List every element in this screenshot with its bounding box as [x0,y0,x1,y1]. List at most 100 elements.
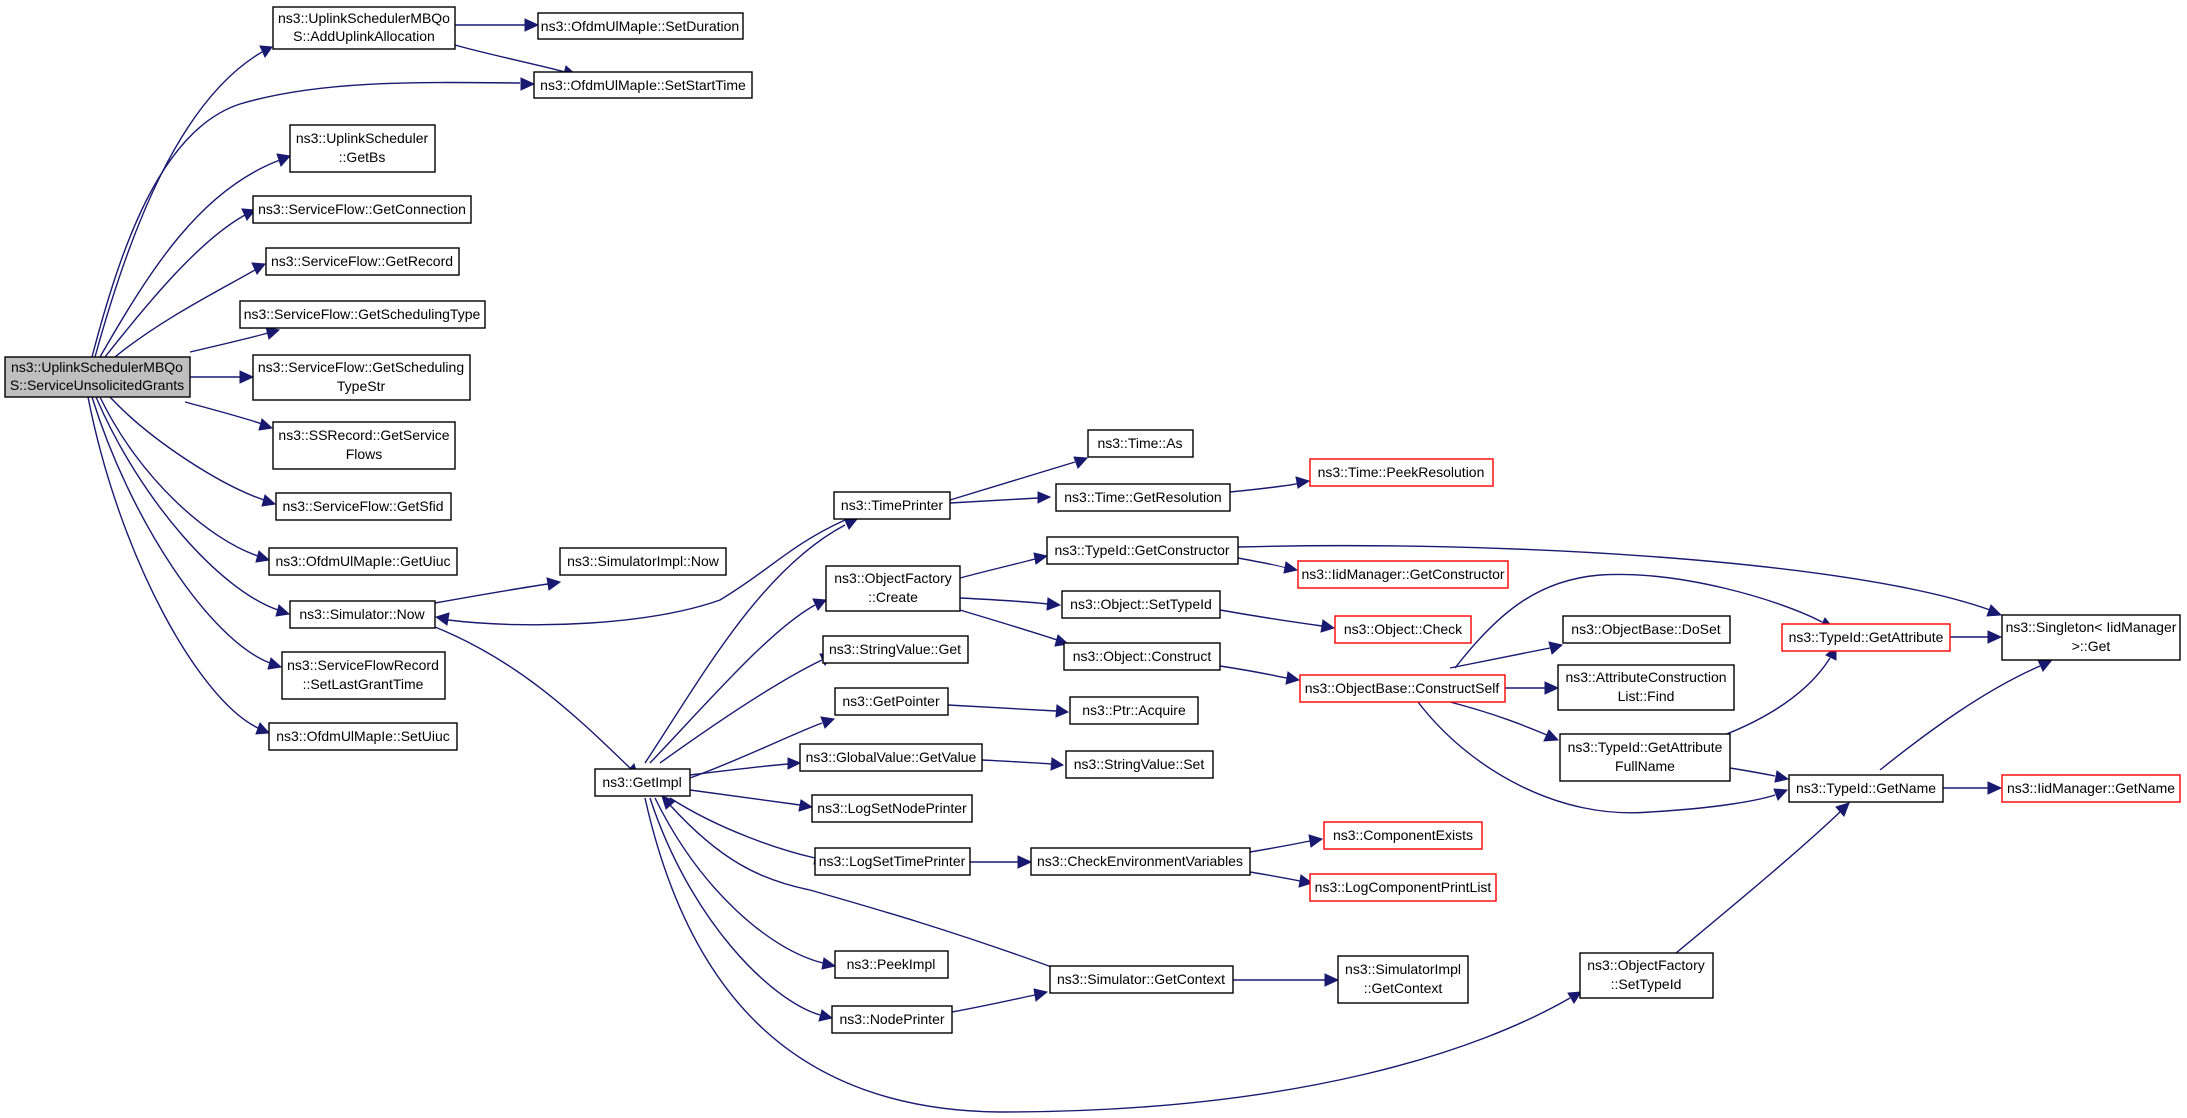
edge-object-construct-to-construct-self [1219,665,1301,685]
node-get-scheduling-type[interactable]: ns3::ServiceFlow::GetSchedulingType [239,300,486,329]
node-get-bs[interactable]: ns3::UplinkScheduler::GetBs [289,124,436,173]
node-log-set-node-printer-label: ns3::LogSetNodePrinter [817,800,967,816]
node-object-factory-create-line-1: ns3::ObjectFactory [834,570,952,586]
edge-time-printer-to-time-get-resolution [949,491,1052,504]
node-ptr-acquire[interactable]: ns3::Ptr::Acquire [1069,696,1199,725]
node-time-peek-resolution[interactable]: ns3::Time::PeekResolution [1309,458,1494,487]
edge-construct-self-to-attribute-construction-list-find [1505,681,1560,695]
node-type-id-get-name[interactable]: ns3::TypeId::GetName [1788,774,1944,803]
node-time-printer[interactable]: ns3::TimePrinter [833,491,951,520]
node-simulator-impl-get-context[interactable]: ns3::SimulatorImpl::GetContext [1337,955,1469,1004]
node-object-factory-create-line-2: ::Create [868,589,918,605]
node-component-exists[interactable]: ns3::ComponentExists [1323,821,1483,850]
edge-check-env-to-log-component-print-list [1249,871,1314,888]
node-singleton-get-line-2: >::Get [2072,638,2111,654]
node-string-value-set-label: ns3::StringValue::Set [1074,756,1205,772]
node-simulator-now-label: ns3::Simulator::Now [299,606,425,622]
edge-root-to-set-uiuc [87,396,271,735]
node-string-value-get[interactable]: ns3::StringValue::Get [822,635,969,664]
edge-get-name-to-singleton-get [1879,659,2052,771]
edge-root-to-get-bs [99,153,291,358]
node-object-construct[interactable]: ns3::Object::Construct [1063,642,1221,671]
node-iid-manager-get-name[interactable]: ns3::IidManager::GetName [2001,774,2181,803]
node-object-factory-set-type-id-line-1: ns3::ObjectFactory [1587,957,1705,973]
edge-root-to-get-sfid [109,396,277,507]
node-get-bs-line-2: ::GetBs [339,149,386,165]
node-get-pointer[interactable]: ns3::GetPointer [834,687,949,716]
node-simulator-impl-now[interactable]: ns3::SimulatorImpl::Now [559,547,727,576]
node-set-start-time[interactable]: ns3::OfdmUlMapIe::SetStartTime [533,71,753,99]
edge-log-set-time-printer-to-check-env [970,855,1033,869]
node-node-printer[interactable]: ns3::NodePrinter [831,1005,953,1034]
node-singleton-get[interactable]: ns3::Singleton< IidManager >::Get [2001,614,2181,661]
node-string-value-get-label: ns3::StringValue::Get [829,641,961,657]
node-object-factory-create[interactable]: ns3::ObjectFactory::Create [825,565,961,612]
node-simulator-get-context[interactable]: ns3::Simulator::GetContext [1049,965,1234,994]
node-get-sfid[interactable]: ns3::ServiceFlow::GetSfid [275,492,452,521]
node-log-component-print-list[interactable]: ns3::LogComponentPrintList [1309,873,1497,902]
node-time-get-resolution-label: ns3::Time::GetResolution [1064,489,1221,505]
node-type-id-get-attribute[interactable]: ns3::TypeId::GetAttribute [1781,623,1951,652]
node-get-record[interactable]: ns3::ServiceFlow::GetRecord [265,247,460,276]
node-root[interactable]: ns3::UplinkSchedulerMBQoS::ServiceUnsoli… [4,356,191,398]
node-get-uiuc-label: ns3::OfdmUlMapIe::GetUiuc [275,553,450,569]
node-get-connection[interactable]: ns3::ServiceFlow::GetConnection [252,195,472,224]
node-type-id-get-constructor[interactable]: ns3::TypeId::GetConstructor [1046,536,1239,565]
node-check-environment-variables[interactable]: ns3::CheckEnvironmentVariables [1030,847,1251,876]
node-peek-impl-label: ns3::PeekImpl [847,956,936,972]
edge-create-to-object-construct [959,609,1070,647]
node-log-set-time-printer[interactable]: ns3::LogSetTimePrinter [814,847,971,876]
node-object-set-type-id-label: ns3::Object::SetTypeId [1070,596,1212,612]
edge-construct-self-to-do-set [1449,641,1564,669]
node-time-peek-resolution-label: ns3::Time::PeekResolution [1318,464,1485,480]
node-object-factory-set-type-id[interactable]: ns3::ObjectFactory::SetTypeId [1579,952,1714,999]
node-time-get-resolution[interactable]: ns3::Time::GetResolution [1055,483,1231,512]
edge-simulator-now-to-simulator-impl-now [434,577,562,604]
node-time-as[interactable]: ns3::Time::As [1087,429,1194,458]
edge-root-to-get-scheduling-type-str [190,370,255,384]
node-set-duration[interactable]: ns3::OfdmUlMapIe::SetDuration [537,12,744,40]
node-set-last-grant-time[interactable]: ns3::ServiceFlowRecord::SetLastGrantTime [281,651,446,700]
node-attribute-construction-list-find-line-1: ns3::AttributeConstruction [1565,669,1726,685]
call-nodes: ns3::UplinkSchedulerMBQoS::ServiceUnsoli… [4,6,2181,1034]
node-string-value-set[interactable]: ns3::StringValue::Set [1065,750,1214,779]
node-get-service-flows-line-2: Flows [346,446,383,462]
edge-get-value-to-string-value-set [981,757,1065,771]
node-get-scheduling-type-str-line-2: TypeStr [337,378,386,394]
edge-simulator-now-to-get-impl [429,624,639,778]
edge-construct-self-to-get-name [1417,701,1789,814]
node-root-line-1: ns3::UplinkSchedulerMBQo [11,359,183,375]
node-simulator-now[interactable]: ns3::Simulator::Now [289,600,436,629]
node-get-scheduling-type-str-line-1: ns3::ServiceFlow::GetScheduling [258,359,464,375]
edge-get-attribute-full-name-to-get-name [1729,767,1790,783]
edge-get-impl-to-log-set-node-printer [689,789,814,812]
node-object-base-construct-self[interactable]: ns3::ObjectBase::ConstructSelf [1299,674,1506,703]
node-log-set-node-printer[interactable]: ns3::LogSetNodePrinter [811,794,973,823]
edge-add-uplink-allocation-to-set-duration [455,18,540,32]
node-set-last-grant-time-line-2: ::SetLastGrantTime [303,676,424,692]
node-set-uiuc[interactable]: ns3::OfdmUlMapIe::SetUiuc [268,722,458,751]
node-iid-manager-get-constructor[interactable]: ns3::IidManager::GetConstructor [1297,560,1509,589]
node-object-check[interactable]: ns3::Object::Check [1334,615,1472,644]
node-object-check-label: ns3::Object::Check [1344,621,1463,637]
edge-get-impl-to-get-pointer [689,716,836,779]
node-object-base-do-set[interactable]: ns3::ObjectBase::DoSet [1562,615,1731,644]
node-get-impl[interactable]: ns3::GetImpl [594,768,691,797]
node-get-uiuc[interactable]: ns3::OfdmUlMapIe::GetUiuc [268,547,458,576]
node-type-id-get-attribute-full-name-line-1: ns3::TypeId::GetAttribute [1568,739,1723,755]
node-peek-impl[interactable]: ns3::PeekImpl [834,950,949,979]
node-add-uplink-allocation[interactable]: ns3::UplinkSchedulerMBQoS::AddUplinkAllo… [272,6,456,50]
node-get-sfid-label: ns3::ServiceFlow::GetSfid [282,498,443,514]
edge-root-to-set-last-grant-time [91,396,283,670]
edge-create-to-get-constructor [959,552,1049,579]
node-global-value-get-value[interactable]: ns3::GlobalValue::GetValue [799,743,983,772]
node-time-as-label: ns3::Time::As [1097,435,1182,451]
node-simulator-impl-now-label: ns3::SimulatorImpl::Now [567,553,720,569]
node-simulator-impl-get-context-line-2: ::GetContext [1364,980,1443,996]
node-object-set-type-id[interactable]: ns3::Object::SetTypeId [1061,590,1221,619]
node-log-component-print-list-label: ns3::LogComponentPrintList [1315,879,1492,895]
